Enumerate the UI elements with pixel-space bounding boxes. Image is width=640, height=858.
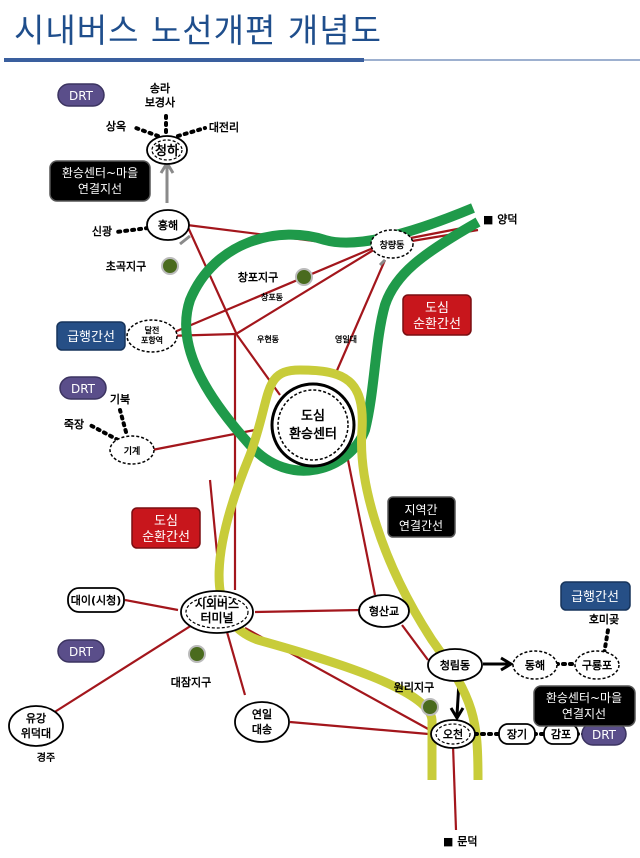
jeonchon-label-1: 달전 [145,325,160,335]
drt-badge-left: DRT [59,376,107,400]
transfer-local-text-2: 연결지선 [562,707,606,721]
stop-changryang[interactable]: 창량동 [370,229,414,259]
yeongil-label: 영일대 [335,334,357,344]
express-badge-right: 급행간선 [560,581,631,611]
dosim-circ-text-2: 순환간선 [413,317,461,332]
stop-janggi[interactable]: 장기 [498,723,536,745]
jeonchon-label-2: 포항역 [141,335,163,345]
gigye-label: 기계 [124,445,141,457]
drt-badge-top: DRT [57,83,105,107]
drt-badge-bottom-right: DRT [581,722,627,746]
ocheon-label: 오천 [443,727,463,741]
cheongrim-label: 청림동 [440,658,470,672]
terminal-label-2: 터미널 [200,610,233,625]
wonri-label: 원리지구 [394,680,434,694]
changpodong-label: 창포동 [261,292,284,302]
stop-yeonil[interactable]: 연일 대송 [234,701,290,743]
center-label-2: 환승센터 [289,426,337,442]
changpo-label: 창포지구 [238,270,278,284]
daejam-dot [188,645,206,663]
singwang-label: 신광 [92,224,112,238]
place-labels: 송라 보경사 상옥 대전리 신광 ■ 양덕 초곡지구 창포지구 창포동 우현동 … [37,81,619,848]
drt-text: DRT [69,89,94,103]
yeonil-label-1: 연일 [252,707,272,721]
gampo-label: 감포 [551,727,571,741]
stop-bus-terminal[interactable]: 시외버스 터미널 [180,590,254,634]
district-dots [161,257,439,716]
transfer-local-text-2: 연결지선 [78,182,122,196]
arrow-cheongrim-ocheon [449,656,514,721]
songra-label-1: 송라 [150,81,171,95]
gyeongju-label: 경주 [37,751,55,764]
chogok-dot [161,257,179,275]
donghae-label: 동해 [525,658,545,672]
uhyeon-label: 우현동 [257,334,280,344]
title-underline [4,58,364,62]
daei-label: 대이(시청) [71,593,122,607]
daejeonri-label: 대전리 [209,120,239,134]
gibuk-label: 기북 [110,392,130,406]
jukjang-label: 죽장 [64,417,84,431]
daejam-label: 대잠지구 [171,675,211,689]
yangdeok-label: ■ 양덕 [483,212,517,226]
stop-gampo[interactable]: 감포 [543,723,579,745]
yugang-label-1: 유강 [26,711,46,725]
express-text: 급행간선 [67,329,115,345]
yugang-label-2: 위덕대 [21,726,51,740]
hyeongsan-label: 형산교 [369,604,399,618]
stop-hyeongsan[interactable]: 형산교 [358,594,410,628]
dosim-circular-loop [181,203,481,476]
homigot-label: 호미곶 [589,612,619,626]
stop-daei[interactable]: 대이(시청) [67,587,125,613]
drt-text: DRT [69,645,94,659]
heunghae-label: 흥해 [158,218,178,232]
sangok-label: 상옥 [106,119,126,133]
regional-text-2: 연결간선 [399,519,443,533]
transfer-local-text-1: 환승센터~마을 [546,691,622,705]
page-title: 시내버스 노선개편 개념도 [14,11,382,50]
stop-ocheon[interactable]: 오천 [430,719,476,749]
drt-text: DRT [71,382,96,396]
transfer-local-text-1: 환승센터~마을 [62,166,138,180]
title-underline-thin [364,59,640,61]
cheongha-label: 청하 [155,143,179,159]
stop-guryongpo[interactable]: 구룡포 [574,650,620,680]
stop-donghae[interactable]: 동해 [512,650,558,680]
dosim-transfer-center[interactable]: 도심 환승센터 [270,382,356,468]
regional-text-1: 지역간 [404,503,437,517]
songra-label-2: 보경사 [145,95,176,109]
dosim-circ-text-2: 순환간선 [142,530,190,545]
regional-connector-route [214,365,483,781]
yeonil-label-2: 대송 [252,722,272,736]
center-label-1: 도심 [301,408,325,424]
express-badge-left: 급행간선 [56,321,126,351]
regional-connector-badge: 지역간 연결간선 [387,496,456,538]
stop-cheongrim[interactable]: 청림동 [427,648,483,682]
changpo-dot [295,268,313,286]
dosim-circular-badge-right: 도심 순환간선 [402,294,472,336]
transfer-local-badge-top: 환승센터~마을 연결지선 [49,160,151,202]
stop-gigye[interactable]: 기계 [109,435,155,465]
dosim-circ-text-1: 도심 [154,514,178,529]
express-text: 급행간선 [571,589,619,605]
drt-text: DRT [592,728,617,742]
stop-heunghae[interactable]: 흥해 [146,209,190,241]
transfer-local-badge-bottom: 환승센터~마을 연결지선 [533,685,636,727]
janggi-label: 장기 [507,727,527,741]
arrows-grey [159,160,387,267]
drt-badge-bottom-left: DRT [57,639,105,663]
changryang-label: 창량동 [380,239,405,251]
dosim-circular-badge-left: 도심 순환간선 [131,507,201,549]
wonri-dot [421,698,439,716]
stop-yugang[interactable]: 유강 위덕대 [8,705,64,747]
guryongpo-label: 구룡포 [582,659,612,672]
stop-jeonchon[interactable]: 달전 포항역 [126,319,178,353]
stop-cheongha[interactable]: 청하 [146,135,188,165]
mundeok-label: ■ 문덕 [443,834,477,848]
chogok-label: 초곡지구 [106,259,146,273]
dosim-circ-text-1: 도심 [425,301,449,316]
terminal-label-1: 시외버스 [195,596,239,611]
